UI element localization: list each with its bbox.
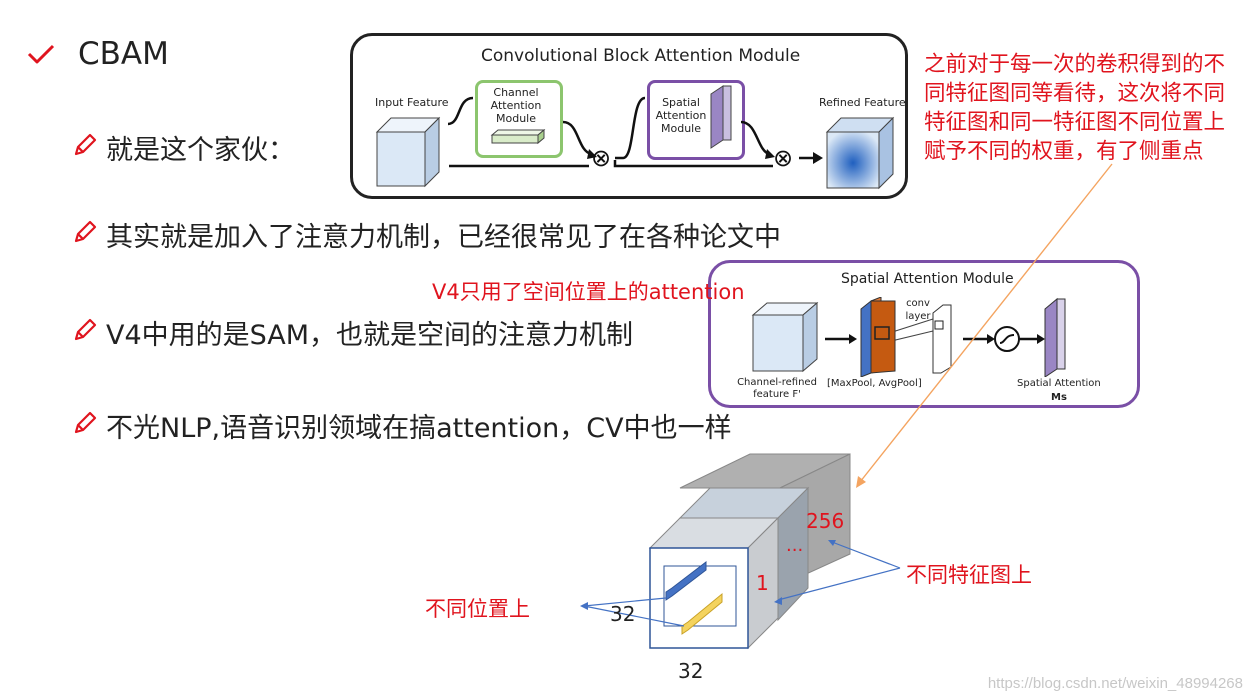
v4-annotation: V4只用了空间位置上的attention [432, 280, 745, 304]
sam-figure: Spatial Attention Module conv layer Chan… [708, 260, 1140, 408]
pencil-icon [74, 220, 97, 243]
feature-cube-diagram [580, 453, 901, 650]
spatial-attention-label: Spatial Attention Module [655, 96, 707, 135]
cbam-flow-arrows [447, 96, 823, 168]
channel-refined-cube [751, 301, 819, 373]
pencil-icon [74, 133, 97, 156]
spatial-map-icon [710, 85, 732, 149]
input-feature-label: Input Feature [375, 96, 449, 109]
channel-vector-icon [490, 129, 546, 145]
slide-title: CBAM [78, 36, 169, 72]
channel-attention-box [475, 80, 563, 158]
spatial-attention-output-label: Spatial Attention [1017, 378, 1101, 389]
cbam-figure-title: Convolutional Block Attention Module [481, 46, 801, 66]
depth-label: 256 [806, 509, 845, 533]
right-annotation: 之前对于每一次的卷积得到的不同特征图同等看待，这次将不同特征图和同一特征图不同位… [924, 52, 1226, 164]
pencil-icon [74, 411, 97, 434]
checkmark-icon [27, 44, 55, 64]
multiply-icon: ⊗ [591, 144, 612, 172]
bullet-text: 就是这个家伙： [106, 135, 295, 166]
refined-feature-label: Refined Feature [819, 96, 906, 109]
sam-figure-title: Spatial Attention Module [841, 271, 1014, 287]
pooled-maps [860, 297, 896, 377]
width-label: 32 [610, 602, 636, 626]
first-map-label: 1 [756, 571, 769, 595]
height-label: 32 [678, 659, 704, 683]
channel-attention-label: Channel Attention Module [490, 86, 542, 125]
multiply-icon: ⊗ [773, 144, 794, 172]
positions-annotation: 不同位置上 [425, 597, 530, 621]
sigmoid-icon [994, 326, 1020, 352]
feature-maps-annotation: 不同特征图上 [906, 563, 1032, 587]
conv-layer-label: conv layer [905, 298, 931, 322]
input-feature-cube [375, 116, 441, 188]
ms-symbol: Ms [1051, 392, 1067, 403]
bullet-text: 不光NLP,语音识别领域在搞attention，CV中也一样 [106, 413, 732, 444]
cbam-figure: Convolutional Block Attention Module Inp… [350, 33, 908, 199]
ellipsis-label: ... [786, 535, 804, 556]
bullet-text: V4中用的是SAM，也就是空间的注意力机制 [106, 320, 634, 351]
pointer-line [856, 163, 1113, 488]
channel-refined-label: Channel-refined feature F' [737, 377, 817, 400]
watermark: https://blog.csdn.net/weixin_48994268 [987, 675, 1243, 692]
bullet-text: 其实就是加入了注意力机制，已经很常见了在各种论文中 [106, 222, 781, 253]
pool-label: [MaxPool, AvgPool] [827, 378, 922, 389]
refined-feature-cube [825, 116, 895, 190]
spatial-attention-map [1044, 297, 1066, 377]
pencil-icon [74, 318, 97, 341]
